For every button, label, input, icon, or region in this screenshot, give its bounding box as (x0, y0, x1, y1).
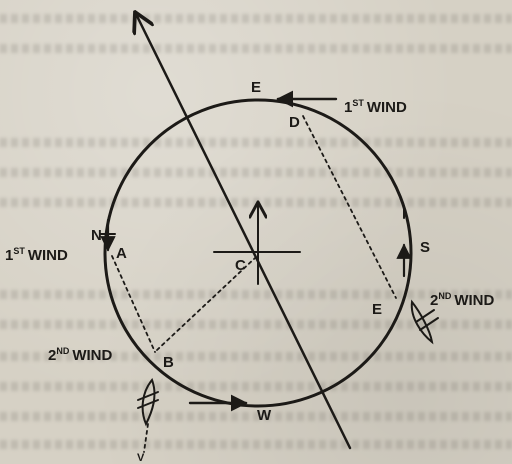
bleed-through-line (0, 44, 512, 53)
bleed-through-line (0, 320, 512, 329)
bleed-through-line (0, 138, 512, 147)
bleed-through-line (0, 440, 512, 449)
label-point-b: B (163, 354, 174, 371)
label-point-a: A (116, 245, 127, 262)
diagonal-course-line (135, 12, 352, 450)
dotted-drift-line (143, 423, 149, 453)
bleed-through-line (0, 412, 512, 421)
bleed-through-line (0, 290, 512, 299)
dotted-line-a-to-b (111, 255, 156, 353)
ship-icon-right (410, 299, 439, 345)
bleed-through-line (0, 14, 512, 23)
label-point-w: W (257, 407, 272, 424)
dotted-line-d-to-e (302, 115, 397, 299)
bleed-through-line (0, 382, 512, 391)
label-point-d: D (289, 114, 300, 131)
dotted-line-b-to-c (156, 257, 256, 351)
label-point-e-top: E (251, 79, 261, 96)
label-point-s: S (420, 239, 430, 256)
bleed-through-line (0, 352, 512, 361)
ship-icon-bottom (137, 378, 159, 427)
bleed-through-line (0, 168, 512, 177)
label-point-n: N (91, 227, 102, 244)
label-point-v: V (137, 452, 145, 464)
label-point-e-right: E (372, 301, 382, 318)
label-point-c: C (235, 257, 246, 274)
